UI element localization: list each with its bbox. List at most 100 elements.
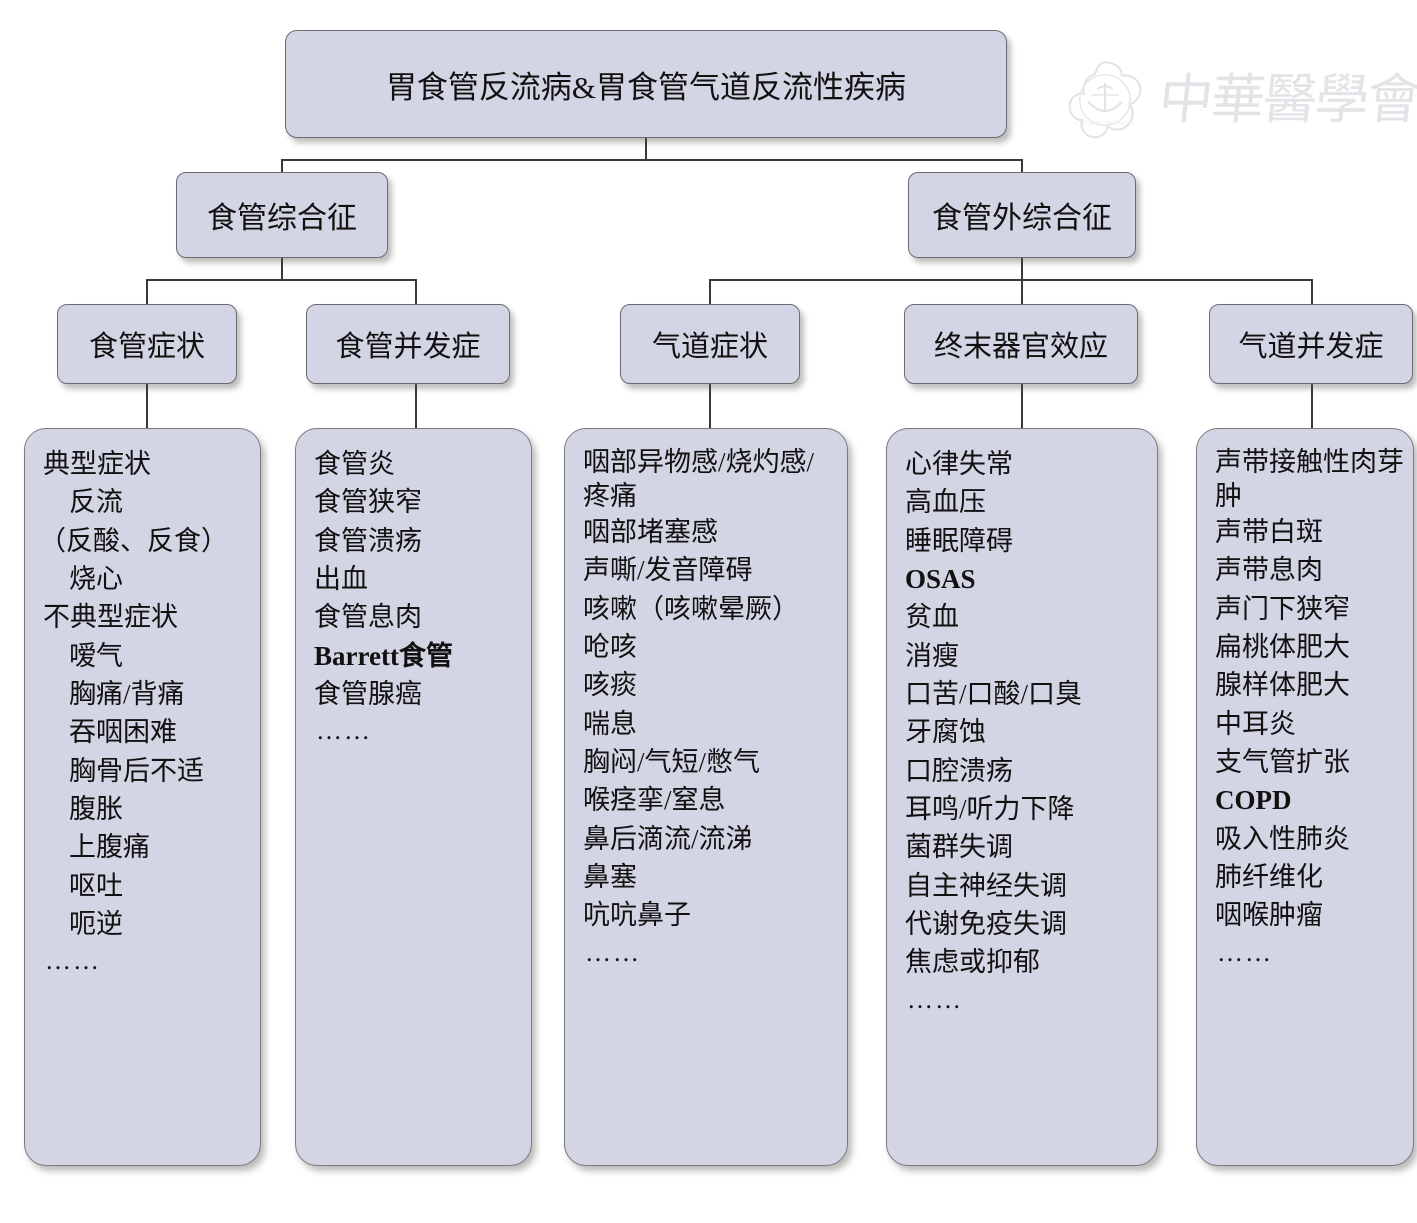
node-root[interactable]: 胃食管反流病&胃食管气道反流性疾病 bbox=[285, 30, 1007, 138]
list-item: Barrett食管 bbox=[314, 640, 453, 671]
list-item: 声嘶/发音障碍 bbox=[583, 555, 753, 586]
connector-to-esophageal-complications bbox=[415, 279, 417, 306]
list-item: 贫血 bbox=[905, 602, 959, 633]
list-item: 反流 bbox=[69, 487, 123, 518]
node-extraesophageal-syndrome[interactable]: 食管外综合征 bbox=[908, 172, 1136, 258]
connector-airway-complications-to-list bbox=[1311, 384, 1313, 428]
list-item: 支气管扩张 bbox=[1215, 747, 1350, 777]
list-item: 呕吐 bbox=[69, 870, 123, 901]
list-item: 腹胀 bbox=[69, 793, 123, 824]
node-airway-symptoms-label: 气道症状 bbox=[651, 331, 768, 363]
list-item: 睡眠障碍 bbox=[905, 525, 1013, 556]
cma-wordmark: 中華醫學會 bbox=[1155, 70, 1417, 130]
list-item: 食管炎 bbox=[314, 449, 395, 479]
list-item: …… bbox=[45, 946, 101, 976]
list-item: 嗳气 bbox=[69, 640, 123, 671]
list-item: 出血 bbox=[314, 563, 368, 594]
node-end-organ-effects-label: 终末器官效应 bbox=[933, 331, 1108, 363]
list-item: 声带白斑 bbox=[1215, 517, 1323, 548]
connector-to-airway-symptoms bbox=[709, 279, 711, 306]
list-item: 口苦/口酸/口臭 bbox=[905, 678, 1083, 709]
connector-to-extraesophageal-syndrome bbox=[1021, 159, 1023, 181]
connector-to-airway-complications bbox=[1311, 279, 1313, 306]
list-item: 声带息肉 bbox=[1215, 555, 1323, 586]
list-item: 鼻后滴流/流涕 bbox=[583, 823, 753, 854]
chinese-medical-association-watermark: CHINESE MEDICAL 中華醫學會 bbox=[1063, 52, 1417, 148]
connector-level2-bus bbox=[281, 159, 1023, 161]
connector-left-children-bus bbox=[146, 279, 416, 281]
list-item: 肺纤维化 bbox=[1215, 861, 1323, 892]
list-item: 咳痰 bbox=[583, 670, 637, 701]
list-item: 腺样体肥大 bbox=[1215, 670, 1350, 701]
list-item: 咽部异物感/烧灼感/疼痛 bbox=[583, 447, 815, 512]
list-item: 扁桃体肥大 bbox=[1215, 632, 1350, 663]
list-item: 呛咳 bbox=[583, 632, 637, 663]
list-item: 口腔溃疡 bbox=[905, 755, 1013, 786]
node-esophageal-syndrome[interactable]: 食管综合征 bbox=[176, 172, 388, 258]
list-item: …… bbox=[907, 984, 963, 1014]
list-item: 食管息肉 bbox=[314, 602, 422, 633]
list-item: 烧心 bbox=[69, 563, 123, 594]
list-item: 典型症状 bbox=[43, 449, 151, 479]
list-item: 菌群失调 bbox=[905, 832, 1013, 863]
list-item: 喘息 bbox=[583, 708, 637, 739]
list-item: 自主神经失调 bbox=[905, 870, 1067, 901]
connector-airway-symptoms-to-list bbox=[709, 384, 711, 428]
node-end-organ-effects[interactable]: 终末器官效应 bbox=[904, 304, 1138, 384]
list-item: 消瘦 bbox=[905, 640, 959, 671]
list-item: OSAS bbox=[905, 563, 976, 594]
list-airway-complications-items: 声带接触性肉芽肿声带白斑声带息肉声门下狭窄扁桃体肥大腺样体肥大中耳炎支气管扩张 C… bbox=[1205, 445, 1405, 972]
list-item: 不典型症状 bbox=[43, 602, 178, 633]
node-esophageal-complications-label: 食管并发症 bbox=[335, 331, 481, 363]
node-esophageal-syndrome-label: 食管综合征 bbox=[207, 202, 357, 235]
connector-end-organ-effects-to-list bbox=[1021, 384, 1023, 428]
list-item: …… bbox=[585, 937, 641, 967]
connector-to-esophageal-syndrome bbox=[281, 159, 283, 181]
list-item: 耳鸣/听力下降 bbox=[905, 793, 1075, 824]
list-airway-complications[interactable]: 声带接触性肉芽肿声带白斑声带息肉声门下狭窄扁桃体肥大腺样体肥大中耳炎支气管扩张 C… bbox=[1196, 428, 1414, 1166]
connector-esophageal-complications-to-list bbox=[415, 384, 417, 428]
list-item: 胸痛/背痛 bbox=[69, 678, 185, 709]
list-item: 胸闷/气短/憋气 bbox=[583, 747, 761, 777]
list-item: …… bbox=[1217, 937, 1273, 967]
list-esophageal-symptoms-items: 典型症状反流（反酸、反食）烧心不典型症状嗳气胸痛/背痛吞咽困难胸骨后不适腹胀上腹… bbox=[33, 445, 252, 980]
list-item: 鼻塞 bbox=[583, 861, 637, 892]
list-item: 食管狭窄 bbox=[314, 487, 422, 518]
node-airway-complications[interactable]: 气道并发症 bbox=[1209, 304, 1413, 384]
list-item: 呃逆 bbox=[69, 908, 123, 939]
list-item: 喉痉挛/窒息 bbox=[583, 785, 726, 816]
list-item: 咽部堵塞感 bbox=[583, 517, 718, 548]
list-item: 咳嗽（咳嗽晕厥） bbox=[583, 593, 799, 624]
connector-root-down bbox=[645, 138, 647, 160]
node-esophageal-complications[interactable]: 食管并发症 bbox=[306, 304, 510, 384]
list-item: （反酸、反食） bbox=[39, 525, 228, 556]
node-airway-complications-label: 气道并发症 bbox=[1238, 331, 1384, 363]
list-esophageal-symptoms[interactable]: 典型症状反流（反酸、反食）烧心不典型症状嗳气胸痛/背痛吞咽困难胸骨后不适腹胀上腹… bbox=[24, 428, 261, 1166]
list-item: 食管溃疡 bbox=[314, 525, 422, 556]
connector-esophageal-syndrome-down bbox=[281, 258, 283, 280]
list-item: 上腹痛 bbox=[69, 832, 150, 863]
list-airway-symptoms[interactable]: 咽部异物感/烧灼感/疼痛咽部堵塞感声嘶/发音障碍咳嗽（咳嗽晕厥） 呛咳咳痰喘息胸闷… bbox=[564, 428, 848, 1166]
cma-emblem-icon: CHINESE MEDICAL bbox=[1068, 61, 1142, 139]
connector-to-esophageal-symptoms bbox=[146, 279, 148, 306]
list-airway-symptoms-items: 咽部异物感/烧灼感/疼痛咽部堵塞感声嘶/发音障碍咳嗽（咳嗽晕厥） 呛咳咳痰喘息胸闷… bbox=[573, 445, 839, 972]
list-item: 高血压 bbox=[905, 487, 986, 518]
list-item: 声门下狭窄 bbox=[1215, 593, 1350, 624]
list-item: COPD bbox=[1215, 785, 1292, 816]
list-item: 心律失常 bbox=[905, 449, 1013, 479]
connector-extraesophageal-syndrome-down bbox=[1021, 258, 1023, 280]
list-item: …… bbox=[316, 716, 372, 746]
list-item: 声带接触性肉芽肿 bbox=[1215, 447, 1404, 512]
node-airway-symptoms[interactable]: 气道症状 bbox=[620, 304, 800, 384]
node-esophageal-symptoms[interactable]: 食管症状 bbox=[57, 304, 237, 384]
connector-right-children-bus bbox=[709, 279, 1312, 281]
svg-text:CHINESE MEDICAL: CHINESE MEDICAL bbox=[1075, 121, 1135, 127]
list-item: 代谢免疫失调 bbox=[905, 908, 1067, 939]
node-extraesophageal-syndrome-label: 食管外综合征 bbox=[932, 202, 1112, 235]
connector-esophageal-symptoms-to-list bbox=[146, 384, 148, 428]
list-item: 吭吭鼻子 bbox=[583, 900, 691, 931]
list-item: 中耳炎 bbox=[1215, 708, 1296, 739]
